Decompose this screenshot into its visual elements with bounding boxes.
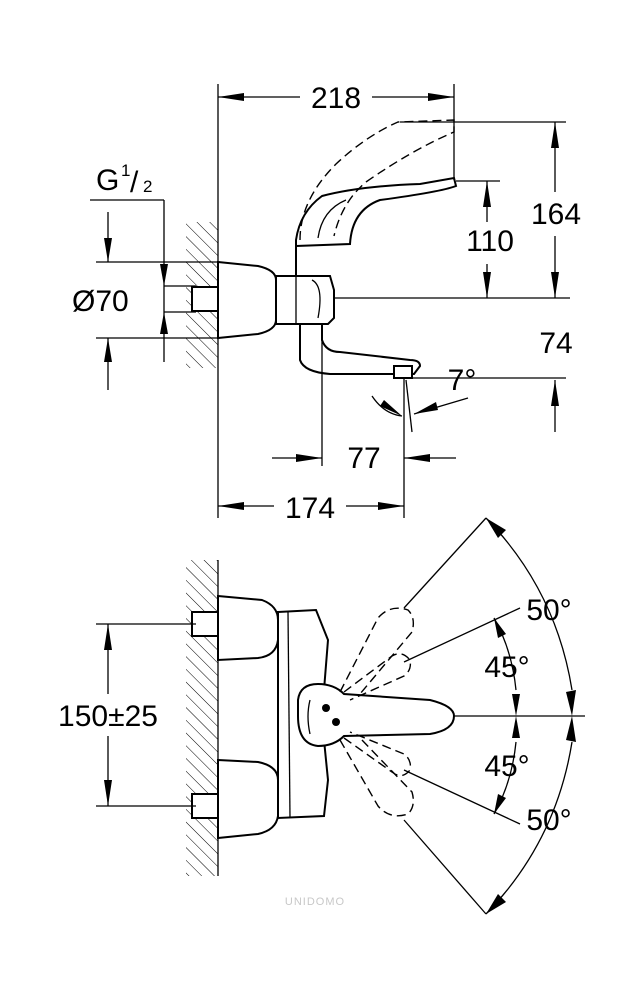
angle-lower-inner-45: 45°	[484, 750, 529, 783]
dim-offset-77: 77	[347, 442, 380, 475]
dim-width-218: 218	[311, 82, 361, 115]
lever-raised-dashed	[299, 119, 455, 241]
dim-diameter-70: Ø70	[72, 285, 129, 318]
dim-angle-7: 7°	[448, 364, 477, 397]
lever-solid	[295, 176, 458, 276]
dim-center-distance: 150±25	[58, 700, 158, 733]
dim-spout-74: 74	[539, 327, 572, 360]
thread-numerator: 1	[121, 161, 130, 180]
watermark-text: UNIDOMO	[285, 896, 345, 908]
indicator-red	[322, 704, 330, 712]
eccentric-connector	[191, 286, 219, 312]
top-lever	[297, 682, 456, 748]
angle-upper-outer-50: 50°	[526, 594, 571, 627]
lever-dashed-down45	[343, 731, 412, 777]
wall-flange	[217, 260, 277, 340]
mixer-body	[275, 275, 335, 325]
thread-G: G	[96, 164, 119, 197]
side-view: 218 164 110 74 7° 7	[72, 82, 581, 525]
dim-depth-174: 174	[285, 492, 335, 525]
angle-lower-outer-50: 50°	[526, 804, 571, 837]
lever-inner	[317, 199, 347, 239]
thread-slash: /	[130, 166, 139, 199]
lever-dashed-down50	[339, 737, 415, 817]
lever-dashed-up45	[343, 653, 412, 701]
dim-height-164: 164	[531, 198, 581, 231]
lever-dashed-up50	[339, 607, 415, 695]
thread-denominator: 2	[143, 177, 152, 196]
angle-upper-inner-45: 45°	[484, 651, 529, 684]
spout	[299, 323, 422, 375]
flange-lower	[217, 758, 279, 840]
aerator	[393, 365, 413, 379]
wall-hatch-top	[186, 560, 218, 876]
flange-upper	[217, 594, 279, 662]
top-view: 50° 50° 45° 45° 150±25	[58, 517, 585, 915]
body-detail	[295, 276, 321, 324]
dim-lever-110: 110	[466, 225, 514, 258]
indicator-blue	[332, 718, 340, 726]
